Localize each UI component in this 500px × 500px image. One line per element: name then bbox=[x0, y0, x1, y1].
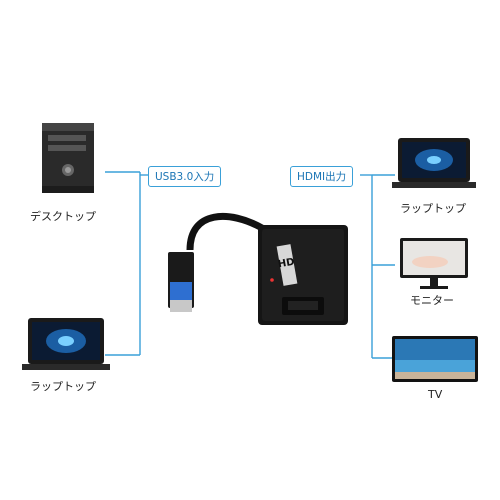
laptop-left-label: ラップトップ bbox=[30, 380, 96, 393]
connector-lines bbox=[105, 171, 395, 359]
adapter-body bbox=[258, 225, 348, 325]
laptop-right-label: ラップトップ bbox=[400, 202, 466, 215]
hdmi-output-badge: HDMI出力 bbox=[290, 166, 354, 187]
desktop-tower-icon bbox=[42, 123, 94, 193]
usb-cable bbox=[168, 213, 264, 312]
desktop-label: デスクトップ bbox=[30, 210, 96, 223]
monitor-icon bbox=[400, 238, 468, 289]
tv-label: TV bbox=[428, 388, 443, 401]
laptop-left-icon bbox=[22, 318, 110, 370]
monitor-label: モニター bbox=[410, 294, 454, 307]
laptop-right-icon bbox=[392, 138, 476, 188]
tv-icon bbox=[392, 336, 478, 382]
usb-input-badge: USB3.0入力 bbox=[148, 166, 222, 187]
